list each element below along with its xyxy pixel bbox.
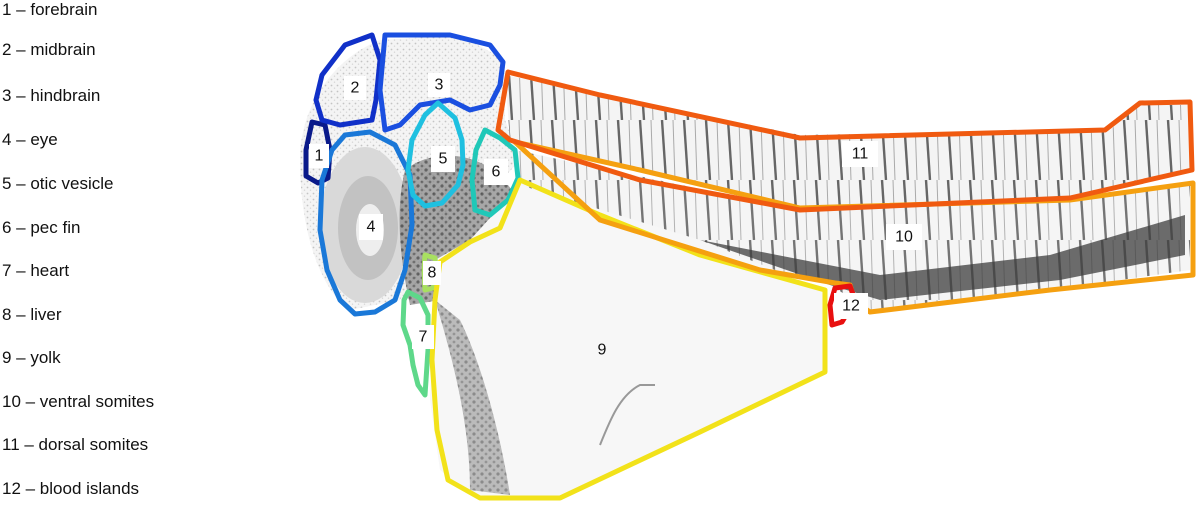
svg-text:8: 8	[428, 265, 437, 282]
outline-otic-vesicle	[405, 100, 466, 209]
svg-text:5: 5	[439, 151, 448, 168]
region-label-7: 7	[412, 325, 434, 349]
region-label-12: 12	[834, 293, 868, 319]
region-label-10: 10	[886, 224, 922, 250]
legend-item-hindbrain: 3 – hindbrain	[2, 86, 101, 105]
region-label-1: 1	[309, 144, 329, 168]
legend-item-midbrain: 2 – midbrain	[2, 40, 96, 59]
region-label-8: 8	[423, 261, 441, 285]
region-label-9: 9	[598, 342, 607, 359]
legend-item-pec-fin: 6 – pec fin	[2, 218, 81, 237]
legend-item-eye: 4 – eye	[2, 130, 58, 149]
legend: 1 – forebrain 2 – midbrain 3 – hindbrain…	[0, 0, 260, 505]
svg-text:9: 9	[598, 342, 607, 359]
outline-blood-islands	[827, 283, 858, 328]
svg-text:4: 4	[367, 219, 376, 236]
svg-text:2: 2	[351, 80, 360, 97]
svg-text:6: 6	[492, 164, 501, 181]
region-label-6: 6	[484, 159, 508, 185]
region-label-11: 11	[842, 141, 878, 167]
svg-text:7: 7	[419, 329, 428, 346]
svg-text:12: 12	[842, 298, 860, 315]
legend-item-forebrain: 1 – forebrain	[2, 0, 98, 19]
svg-text:11: 11	[852, 146, 869, 163]
legend-item-liver: 8 – liver	[2, 305, 62, 324]
region-label-3: 3	[428, 73, 450, 97]
legend-item-dorsal-somites: 11 – dorsal somites	[2, 435, 149, 454]
outline-dorsal-somites	[495, 69, 1195, 213]
legend-item-blood-islands: 12 – blood islands	[2, 479, 140, 498]
region-label-4: 4	[359, 214, 383, 240]
legend-item-heart: 7 – heart	[2, 261, 70, 280]
region-label-2: 2	[344, 76, 366, 100]
legend-item-ventral-somites: 10 – ventral somites	[2, 392, 155, 411]
outline-heart	[400, 289, 431, 398]
outline-hindbrain	[377, 32, 506, 133]
outline-eye	[317, 129, 415, 317]
region-label-5: 5	[431, 146, 455, 172]
legend-item-otic-vesicle: 5 – otic vesicle	[2, 174, 114, 193]
outline-midbrain	[313, 32, 383, 128]
svg-text:1: 1	[315, 148, 324, 165]
legend-item-yolk: 9 – yolk	[2, 348, 61, 367]
outline-pec-fin	[469, 127, 521, 218]
svg-text:3: 3	[435, 77, 444, 94]
svg-text:10: 10	[895, 229, 913, 246]
